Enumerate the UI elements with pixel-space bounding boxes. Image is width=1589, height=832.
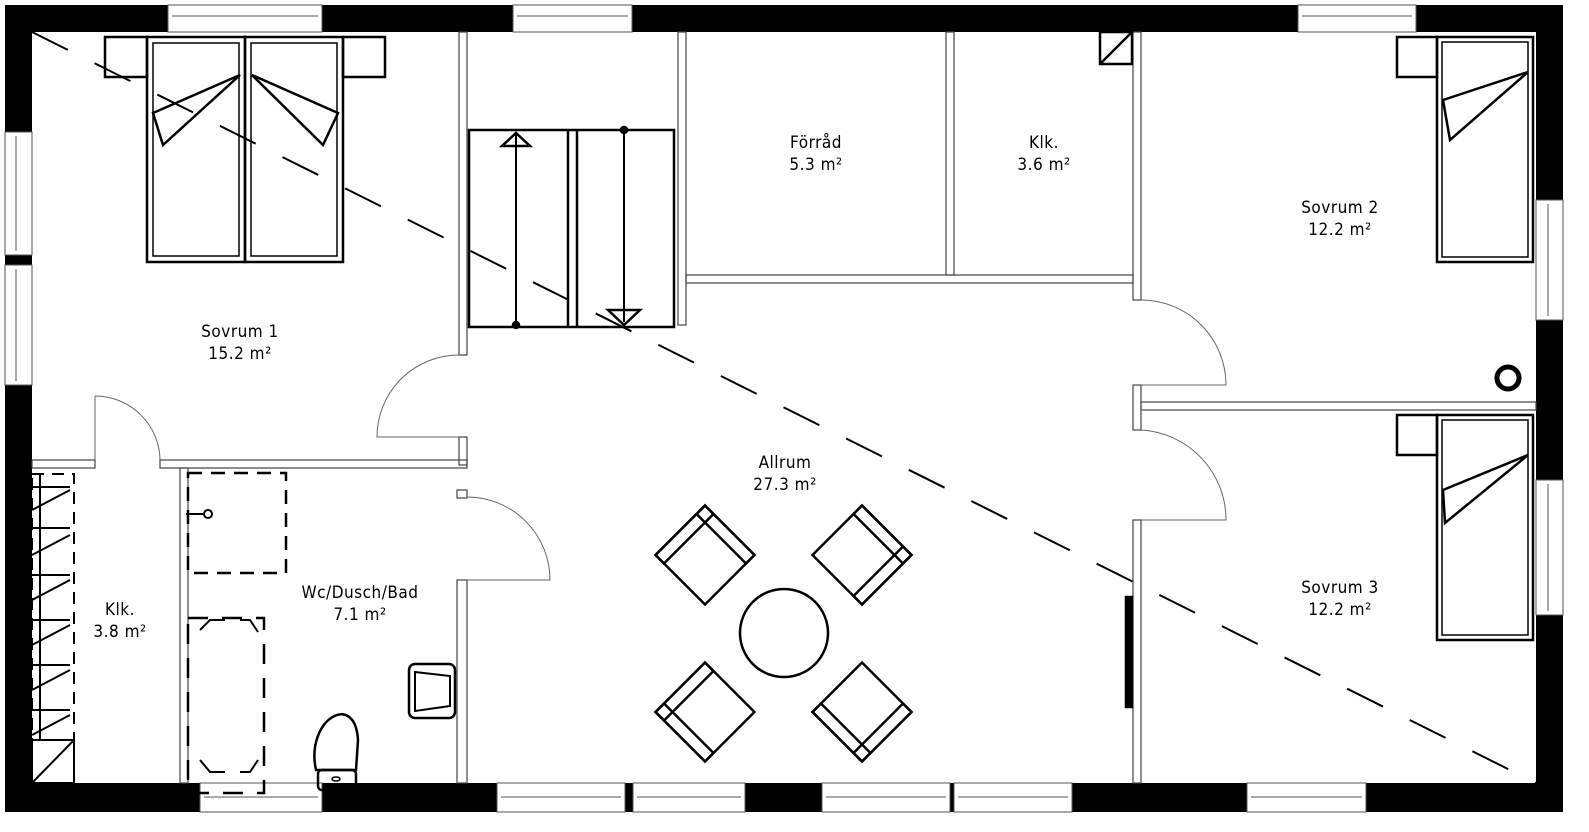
- exterior-walls: [5, 5, 1563, 812]
- room-area: 12.2 m²: [1308, 220, 1372, 240]
- room-name: Wc/Dusch/Bad: [301, 583, 419, 603]
- dining-chair: [810, 660, 914, 764]
- single-bed-sovrum-3: [1395, 413, 1535, 642]
- tv-unit: [1124, 595, 1134, 709]
- dining-chair: [653, 660, 757, 764]
- room-label-klk-closet: Klk.3.8 m²: [93, 599, 146, 643]
- dining-chair: [810, 503, 914, 607]
- shower-area: [186, 471, 288, 575]
- section-line: [31, 31, 1537, 784]
- room-area: 3.8 m²: [93, 622, 147, 642]
- interior-walls: [31, 31, 1537, 784]
- dining-chair: [653, 503, 757, 607]
- room-area: 5.3 m²: [789, 155, 843, 175]
- wall-cabinet: [1098, 30, 1134, 66]
- room-label-klk-storage: Klk.3.6 m²: [1017, 132, 1070, 176]
- wardrobe-rail: [31, 473, 75, 784]
- double-bed: [145, 35, 345, 264]
- room-name: Förråd: [790, 133, 842, 153]
- room-area: 7.1 m²: [333, 605, 387, 625]
- nightstand: [103, 35, 149, 79]
- boiler: [1494, 364, 1522, 392]
- room-name: Sovrum 2: [1301, 198, 1379, 218]
- bathtub-inner: [199, 619, 259, 773]
- dining-table: [738, 587, 830, 679]
- door-swings: [94, 299, 1227, 581]
- room-name: Klk.: [104, 600, 135, 620]
- sink: [407, 662, 457, 720]
- room-area: 3.6 m²: [1017, 155, 1071, 175]
- room-area: 15.2 m²: [208, 344, 272, 364]
- room-area: 27.3 m²: [753, 475, 817, 495]
- toilet: [313, 713, 360, 792]
- bathtub: [186, 616, 266, 795]
- room-name: Sovrum 3: [1301, 578, 1379, 598]
- single-bed-sovrum-2: [1395, 35, 1535, 264]
- nightstand: [341, 35, 387, 79]
- room-area: 12.2 m²: [1308, 600, 1372, 620]
- room-name: Allrum: [758, 453, 812, 473]
- furniture: [31, 30, 1535, 795]
- stairs: [467, 125, 676, 330]
- windows: [4, 4, 1564, 813]
- room-name: Klk.: [1028, 133, 1059, 153]
- room-name: Sovrum 1: [201, 322, 279, 342]
